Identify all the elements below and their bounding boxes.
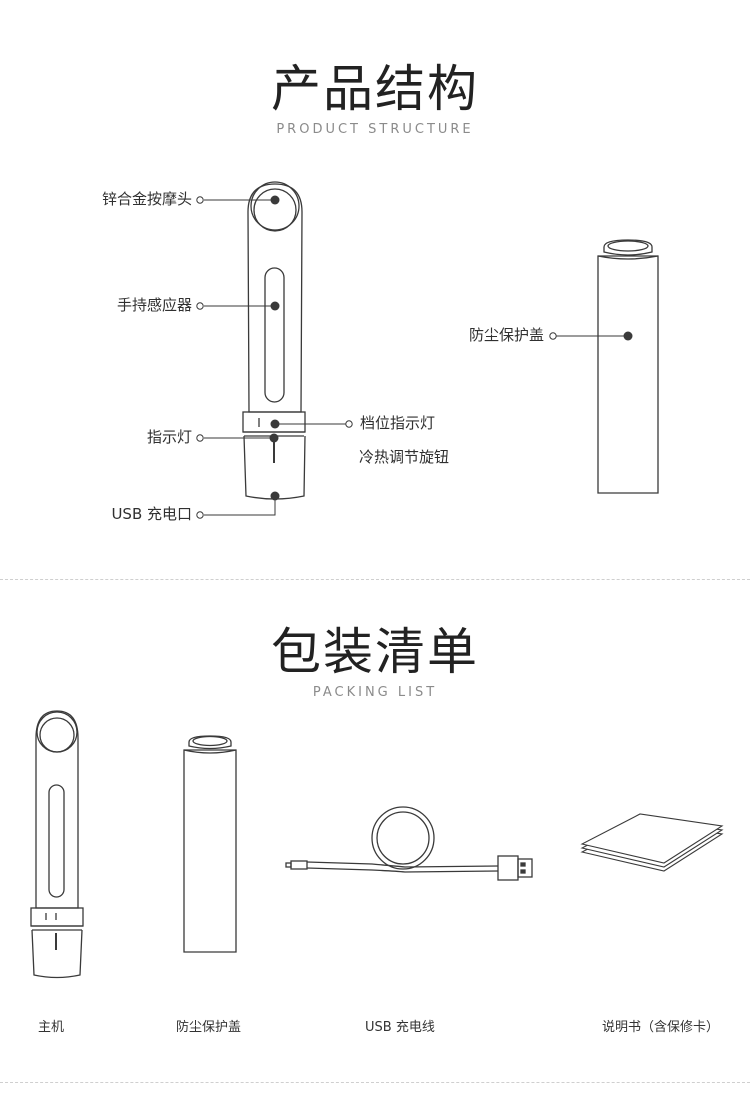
main-device-illustration xyxy=(242,181,306,500)
label-head: 锌合金按摩头 xyxy=(101,190,192,208)
caption-usb-cable: USB 充电线 xyxy=(365,1020,435,1035)
pack-manual-illustration xyxy=(580,813,724,872)
structure-subtitle: PRODUCT STRUCTURE xyxy=(276,122,474,137)
pack-main-device-illustration xyxy=(30,710,84,979)
bottom-divider xyxy=(0,1082,750,1083)
caption-cap: 防尘保护盖 xyxy=(176,1020,242,1035)
caption-manual: 说明书（含保修卡） xyxy=(602,1020,720,1035)
structure-title: 产品结构 xyxy=(271,60,479,118)
label-gear-indicator: 档位指示灯 xyxy=(360,414,436,432)
label-cap: 防尘保护盖 xyxy=(468,326,544,344)
callout-lines xyxy=(204,199,628,516)
callout-dots xyxy=(196,195,633,519)
label-usb-port: USB 充电口 xyxy=(111,505,192,523)
label-temperature-knob: 冷热调节旋钮 xyxy=(359,448,450,466)
caption-main-device: 主机 xyxy=(38,1020,65,1035)
pack-cap-illustration xyxy=(183,735,237,953)
pack-usb-cable-illustration xyxy=(285,806,533,881)
label-sensor: 手持感应器 xyxy=(116,296,192,314)
label-indicator: 指示灯 xyxy=(146,428,192,446)
packing-subtitle: PACKING LIST xyxy=(312,685,438,700)
section-divider xyxy=(0,579,750,580)
cap-illustration xyxy=(597,239,659,494)
packing-title: 包装清单 xyxy=(271,623,479,681)
